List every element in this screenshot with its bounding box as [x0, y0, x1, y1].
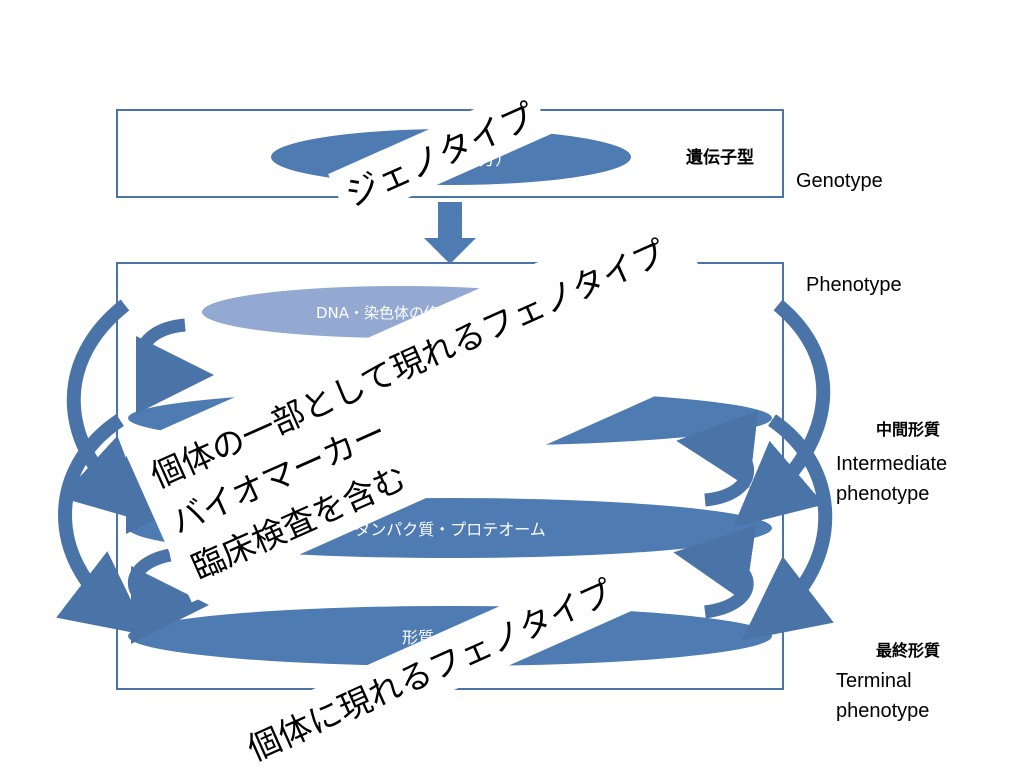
left-inner-arrow-3: [127, 548, 209, 644]
phenotype-en-label: Phenotype: [806, 274, 902, 296]
left-outer-arrow-upper: [60, 299, 151, 524]
genotype-en-label: Genotype: [796, 170, 883, 192]
left-outer-arrow-lower: [56, 414, 149, 636]
intermediate-en-label-2: phenotype: [836, 483, 930, 505]
right-inner-arrow-2: [673, 525, 757, 619]
terminal-en-label-2: phenotype: [836, 700, 930, 722]
right-outer-arrow-upper: [733, 299, 831, 528]
left-inner-arrow-1: [135, 318, 214, 414]
genotype-to-phenotype-arrow: [424, 202, 476, 264]
protein-label: タンパク質・プロテオーム: [354, 520, 546, 539]
intermediate-jp-label: 中間形質: [876, 420, 941, 439]
right-outer-arrow-lower: [741, 414, 834, 641]
right-inner-arrow-1: [676, 410, 759, 507]
intermediate-en-label-1: Intermediate: [836, 453, 948, 475]
terminal-jp-label: 最終形質: [876, 641, 941, 660]
genotype-jp-label: 遺伝子型: [686, 147, 754, 168]
terminal-en-label-1: Terminal: [836, 670, 912, 692]
